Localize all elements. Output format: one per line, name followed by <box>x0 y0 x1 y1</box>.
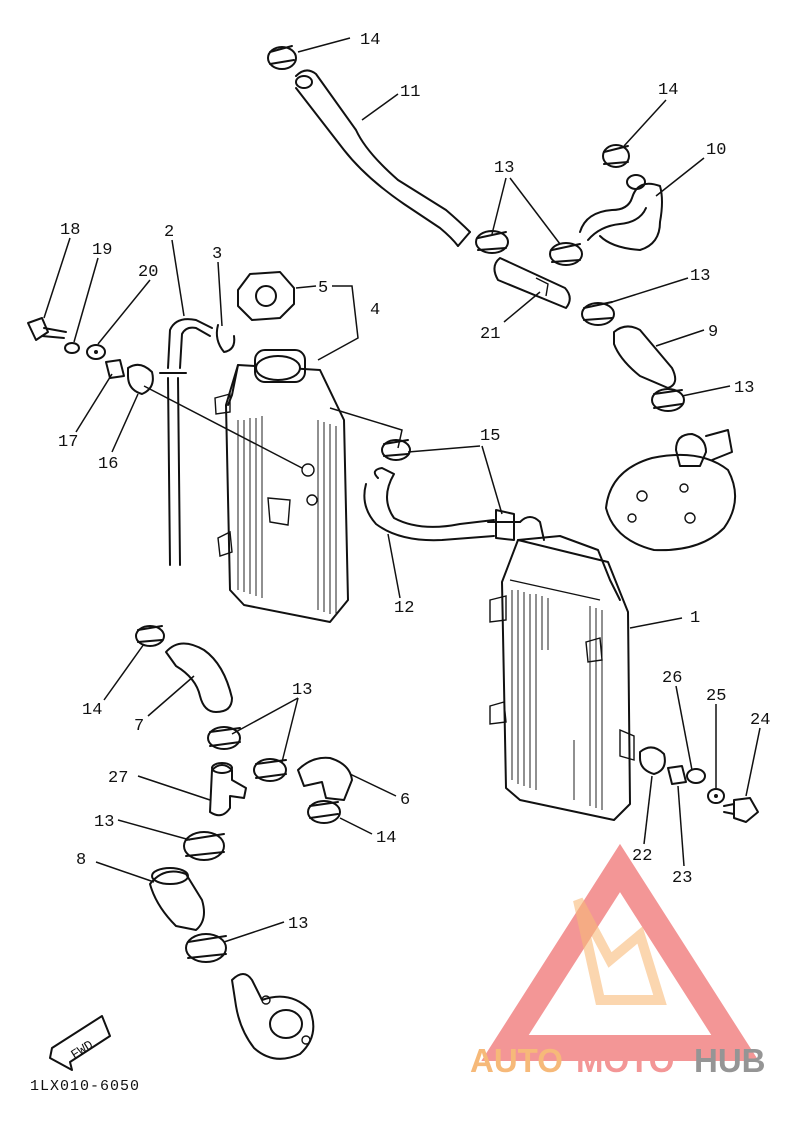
callout-11: 11 <box>400 83 420 102</box>
callout-6: 6 <box>400 791 410 810</box>
radiator-cap <box>237 271 295 321</box>
left-mount-hardware <box>27 317 154 395</box>
joint-pipe <box>475 230 615 326</box>
hose-8 <box>149 867 205 931</box>
clamp-13-lower-a <box>207 726 241 750</box>
right-mount-hardware <box>639 746 759 823</box>
callout-20: 20 <box>138 263 158 282</box>
clamp-13-lower-b <box>253 758 287 782</box>
callout-13-left: 13 <box>94 813 114 832</box>
hose-9 <box>613 325 685 412</box>
hose-12 <box>363 439 545 542</box>
leader-lines <box>43 37 761 943</box>
water-pump-housing <box>231 973 315 1060</box>
callout-26: 26 <box>662 669 682 688</box>
callout-13-hose9: 13 <box>734 379 754 398</box>
callout-3: 3 <box>212 245 222 264</box>
callout-25: 25 <box>706 687 726 706</box>
callout-18: 18 <box>60 221 80 240</box>
callout-14-left: 14 <box>82 701 102 720</box>
callout-4: 4 <box>370 301 380 320</box>
callout-13-lower: 13 <box>292 681 312 700</box>
watermark-logo: AUTO MOTO HUB <box>470 843 766 1079</box>
clamp-13-lower-c <box>183 831 225 861</box>
upper-hose <box>295 69 471 247</box>
callout-14-top: 14 <box>360 31 380 50</box>
callout-12: 12 <box>394 599 414 618</box>
callout-1: 1 <box>690 609 700 628</box>
left-radiator-fins <box>237 416 337 616</box>
watermark-text-hub: HUB <box>694 1042 766 1079</box>
clamp-13-lower-d <box>185 933 227 963</box>
callout-13-right: 13 <box>690 267 710 286</box>
callout-23: 23 <box>672 869 692 888</box>
right-radiator <box>489 535 635 821</box>
callout-24: 24 <box>750 711 770 730</box>
callout-8: 8 <box>76 851 86 870</box>
callout-21: 21 <box>480 325 500 344</box>
hose-clamp-top <box>267 45 297 70</box>
cylinder-head <box>605 429 737 552</box>
right-radiator-fins <box>511 590 603 810</box>
callout-13-bottom: 13 <box>288 915 308 934</box>
callout-7: 7 <box>134 717 144 736</box>
callout-5: 5 <box>318 279 328 298</box>
callout-10: 10 <box>706 141 726 160</box>
callout-14-right: 14 <box>658 81 678 100</box>
callout-13-upper: 13 <box>494 159 514 178</box>
callout-9: 9 <box>708 323 718 342</box>
pipe-27 <box>209 762 247 817</box>
callout-14-lower: 14 <box>376 829 396 848</box>
callout-17: 17 <box>58 433 78 452</box>
hose-6 <box>297 756 353 824</box>
hose-clip <box>215 324 236 353</box>
callout-2: 2 <box>164 223 174 242</box>
callout-22: 22 <box>632 847 652 866</box>
callout-16: 16 <box>98 455 118 474</box>
callout-labels: 14 11 14 10 13 13 9 13 21 18 19 20 2 3 5… <box>58 31 770 934</box>
overflow-hose <box>159 318 213 566</box>
diagram-code: 1LX010-6050 <box>30 1078 140 1095</box>
callout-15: 15 <box>480 427 500 446</box>
callout-19: 19 <box>92 241 112 260</box>
watermark-text-auto: AUTO <box>470 1042 563 1079</box>
fwd-arrow-icon: FWD <box>49 1015 111 1071</box>
watermark-text-moto: MOTO <box>576 1042 674 1079</box>
left-radiator <box>214 349 349 623</box>
hose-10 <box>579 144 663 251</box>
callout-27: 27 <box>108 769 128 788</box>
hose-7 <box>135 625 233 713</box>
